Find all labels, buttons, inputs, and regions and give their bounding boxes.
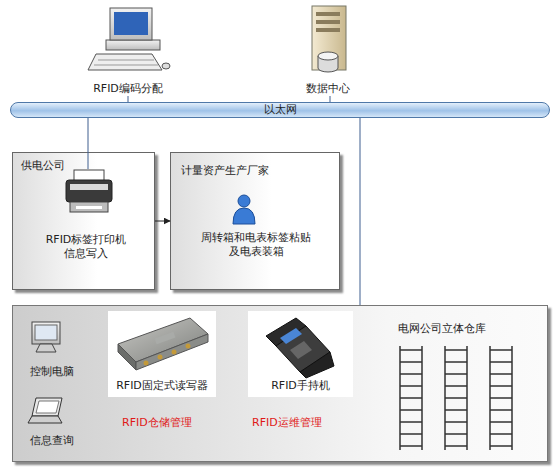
node-label: RFID手持机 [248,379,353,393]
node-label: 计量资产生产厂家 [181,164,331,178]
organization-box: 供电公司 RFID标签打印机 信息写入 [12,152,155,290]
device-panel: RFID固定式读写器 [108,311,216,397]
network-link [88,118,89,169]
function-label: RFID仓储管理 [122,416,192,430]
organization-box: 计量资产生产厂家周转箱和电表标签粘贴 及电表装箱 [170,152,340,290]
node-label: RFID标签打印机 信息写入 [41,233,131,261]
server-icon [312,6,346,72]
network-link [128,96,129,102]
function-label: RFID运维管理 [252,416,322,430]
computer-icon [88,8,170,70]
warehouse-area: 电网公司立体仓库控制电脑信息查询 RFID固定式读写器 RFID手持机 [12,305,548,462]
network-link [360,118,361,305]
node-label: 数据中心 [292,82,364,96]
printer-icon [66,170,112,212]
warehouse-shelves [400,346,512,450]
network-bus: 以太网 [10,102,550,118]
server-node: 数据中心 [292,4,364,96]
computer-node: RFID编码分配 [88,4,168,96]
laptop-icon [28,398,62,423]
network-link [330,96,331,102]
node-label: 控制电脑 [21,365,83,379]
control-computer-icon [32,322,60,352]
device-panel: RFID手持机 [248,311,353,397]
node-label: RFID编码分配 [88,82,168,96]
flow-arrow [155,221,170,222]
node-body-text: 周转箱和电表标签粘贴 及电表装箱 [198,231,314,259]
node-label: 信息查询 [21,434,83,448]
device-node: 控制电脑 [21,321,83,383]
rfid-handheld-image [266,318,334,378]
node-label: RFID固定式读写器 [108,379,216,393]
person-icon [233,195,255,224]
rfid-reader-image [118,318,208,370]
node-label: 供电公司 [21,159,121,173]
node-label: 以太网 [11,103,549,117]
printer-node: RFID标签打印机 信息写入 [33,169,138,269]
node-label: 电网公司立体仓库 [398,322,538,336]
device-node: 信息查询 [21,394,83,452]
